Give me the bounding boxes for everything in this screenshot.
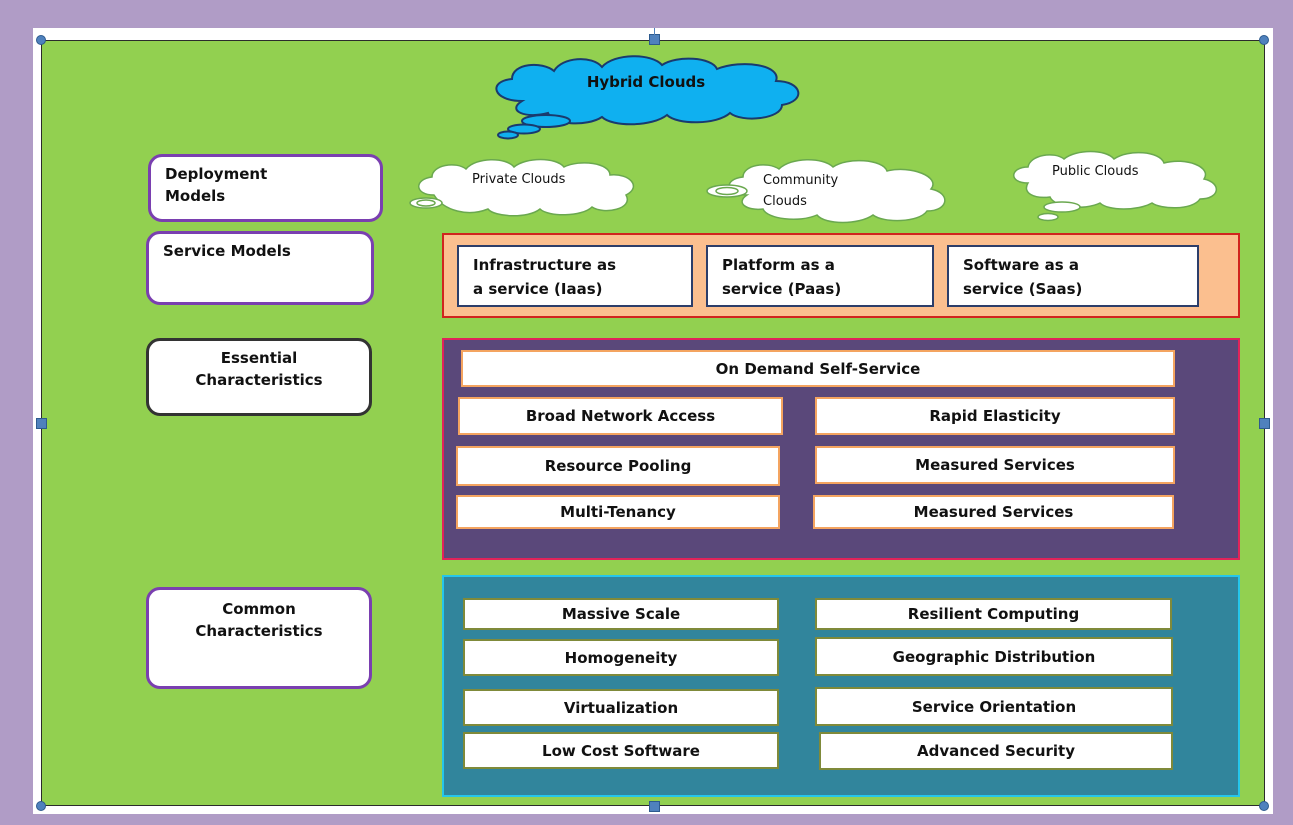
resize-handle-bottom[interactable] [649, 801, 660, 812]
service-item-iaas: Infrastructure as a service (Iaas) [457, 245, 693, 307]
essential-left-cell: Broad Network Access [458, 397, 783, 435]
hybrid-cloud-label: Hybrid Clouds [587, 73, 705, 91]
common-line-2: Characteristics [195, 622, 323, 640]
common-right-cell: Resilient Computing [815, 598, 1172, 630]
essential-top-cell: On Demand Self-Service [461, 350, 1175, 387]
common-left-cell: Virtualization [463, 689, 779, 726]
service-item-paas: Platform as a service (Paas) [706, 245, 934, 307]
community-cloud-label-1: Community [763, 173, 839, 188]
hybrid-cloud: Hybrid Clouds [495, 55, 800, 140]
resize-handle-left[interactable] [36, 418, 47, 429]
service-models-panel: Infrastructure as a service (Iaas) Platf… [442, 233, 1240, 318]
common-left-cell: Low Cost Software [463, 732, 779, 769]
private-cloud: Private Clouds [409, 158, 634, 217]
common-right-cell: Service Orientation [815, 687, 1173, 726]
service-paas-line-1: Platform as a [722, 256, 835, 274]
resize-handle-top-left[interactable] [36, 35, 46, 45]
resize-handle-bottom-right[interactable] [1259, 801, 1269, 811]
resize-handle-right[interactable] [1259, 418, 1270, 429]
essential-left-cell: Resource Pooling [456, 446, 780, 486]
deployment-models-line-2: Models [165, 187, 226, 205]
service-item-saas: Software as a service (Saas) [947, 245, 1199, 307]
service-paas-line-2: service (Paas) [722, 280, 842, 298]
essential-characteristics-label: Essential Characteristics [146, 338, 372, 416]
resize-handle-top-right[interactable] [1259, 35, 1269, 45]
common-line-1: Common [222, 600, 296, 618]
essential-left-cell: Multi-Tenancy [456, 495, 780, 529]
community-cloud: Community Clouds [706, 159, 946, 224]
service-models-text: Service Models [163, 242, 291, 260]
public-cloud-label: Public Clouds [1052, 164, 1139, 179]
common-left-cell: Massive Scale [463, 598, 779, 630]
rotate-handle-line [654, 28, 655, 36]
essential-right-cell: Measured Services [815, 446, 1175, 484]
service-models-label: Service Models [146, 231, 374, 305]
deployment-models-label: Deployment Models [148, 154, 383, 222]
essential-right-cell: Measured Services [813, 495, 1174, 529]
common-right-cell: Advanced Security [819, 732, 1173, 770]
service-iaas-line-2: a service (Iaas) [473, 280, 603, 298]
common-characteristics-label: Common Characteristics [146, 587, 372, 689]
public-cloud: Public Clouds [1013, 150, 1217, 222]
common-right-cell: Geographic Distribution [815, 637, 1173, 676]
service-saas-line-1: Software as a [963, 256, 1079, 274]
service-iaas-line-1: Infrastructure as [473, 256, 617, 274]
service-saas-line-2: service (Saas) [963, 280, 1083, 298]
essential-right-cell: Rapid Elasticity [815, 397, 1175, 435]
essential-line-1: Essential [220, 349, 298, 367]
diagram-canvas: Hybrid Clouds Private Clouds Community C… [41, 40, 1265, 806]
essential-characteristics-panel: On Demand Self-Service Broad Network Acc… [442, 338, 1240, 560]
deployment-models-line-1: Deployment [165, 165, 268, 183]
community-cloud-label-2: Clouds [763, 194, 807, 209]
resize-handle-bottom-left[interactable] [36, 801, 46, 811]
common-characteristics-panel: Massive Scale Homogeneity Virtualization… [442, 575, 1240, 797]
essential-line-2: Characteristics [195, 371, 323, 389]
private-cloud-label: Private Clouds [472, 172, 566, 187]
common-left-cell: Homogeneity [463, 639, 779, 676]
